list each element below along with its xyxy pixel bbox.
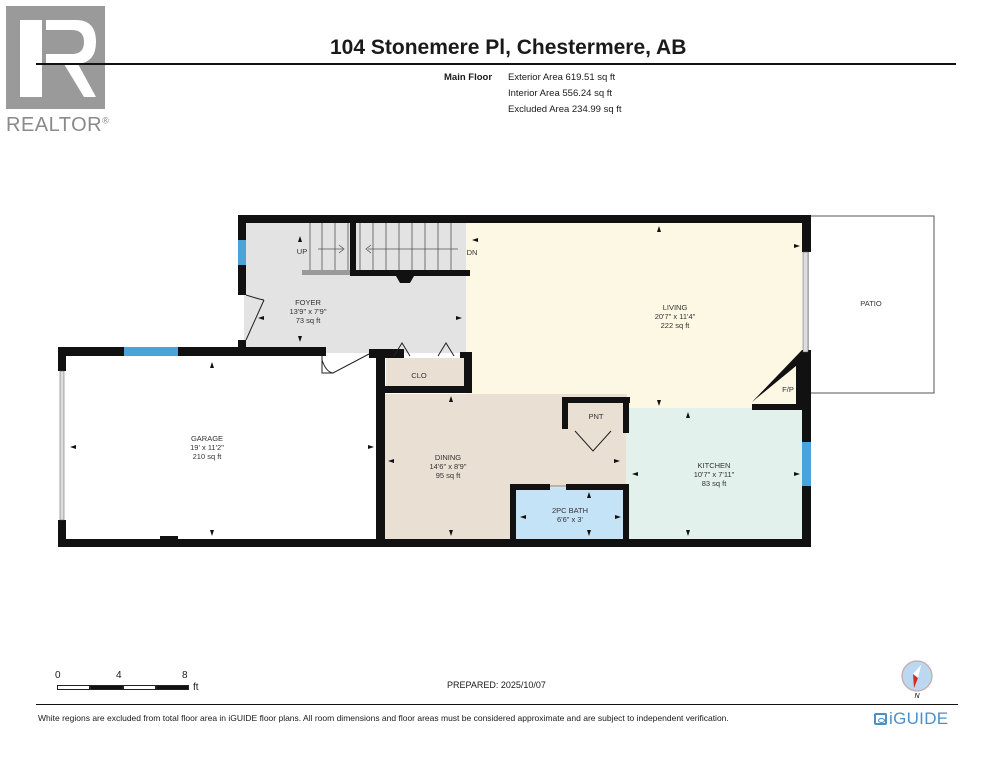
iguide-camera-icon <box>874 713 887 725</box>
kitchen-dims: 10'7" x 7'11" <box>694 470 735 479</box>
scale-bar: 0 4 8 ft <box>55 670 215 700</box>
dining-dims: 14'6" x 8'9" <box>430 462 467 471</box>
dimension-markers <box>70 226 800 536</box>
realtor-logo: REALTOR® <box>6 6 109 136</box>
garage-area: 210 sq ft <box>193 452 223 461</box>
bath-dims: 6'6" x 3' <box>557 515 584 524</box>
scale-tick-4: 4 <box>116 670 122 681</box>
interior-area: Interior Area 556.24 sq ft <box>508 88 613 99</box>
dining-name: DINING <box>435 453 461 462</box>
living-room <box>466 222 802 408</box>
closet-label: CLO <box>411 371 427 380</box>
foyer-area: 73 sq ft <box>296 316 322 325</box>
stairs-up-label: UP <box>297 247 307 256</box>
scale-tick-8: 8 <box>182 670 188 681</box>
compass-icon: N <box>899 660 935 700</box>
iguide-wordmark: iGUIDE <box>889 709 949 728</box>
garage-name: GARAGE <box>191 434 223 443</box>
living-name: LIVING <box>663 303 688 312</box>
footer-divider <box>36 704 958 705</box>
foyer-dims: 13'9" x 7'9" <box>290 307 327 316</box>
prepared-date: PREPARED: 2025/10/07 <box>447 680 546 690</box>
kitchen-room <box>626 408 802 540</box>
living-dims: 20'7" x 11'4" <box>655 312 696 321</box>
living-area: 222 sq ft <box>661 321 691 330</box>
pantry-label: PNT <box>589 412 604 421</box>
pantry-room <box>567 400 624 430</box>
bath-room <box>514 488 625 540</box>
header-divider <box>36 63 956 65</box>
doors <box>245 294 612 487</box>
floor-label: Main Floor <box>444 72 493 83</box>
compass-north-label: N <box>914 693 920 700</box>
realtor-wordmark: REALTOR® <box>6 114 110 136</box>
dining-area: 95 sq ft <box>436 471 462 480</box>
foyer-room <box>244 222 470 353</box>
closet-room <box>386 358 466 390</box>
stairs-down-label: DN <box>467 248 478 257</box>
realtor-r-mark-icon <box>6 6 105 109</box>
scale-unit: ft <box>193 682 199 693</box>
scale-tick-0: 0 <box>55 670 61 681</box>
kitchen-name: KITCHEN <box>698 461 731 470</box>
kitchen-area: 83 sq ft <box>702 479 728 488</box>
foyer-name: FOYER <box>295 298 321 307</box>
windows <box>124 240 811 486</box>
excluded-area: Excluded Area 234.99 sq ft <box>508 104 622 115</box>
patio-name: PATIO <box>860 299 882 308</box>
patio-area <box>807 215 935 394</box>
bath-name: 2PC BATH <box>552 506 588 515</box>
exterior-area: Exterior Area 619.51 sq ft <box>508 72 616 83</box>
disclaimer-text: White regions are excluded from total fl… <box>38 713 729 723</box>
garage-dims: 19' x 11'2" <box>190 443 224 452</box>
stairs <box>309 222 458 270</box>
iguide-logo: iGUIDE <box>874 709 948 729</box>
fireplace-label: F/P <box>782 385 794 394</box>
garage-room <box>64 353 376 540</box>
page-title: 104 Stonemere Pl, Chestermere, AB <box>330 36 687 59</box>
